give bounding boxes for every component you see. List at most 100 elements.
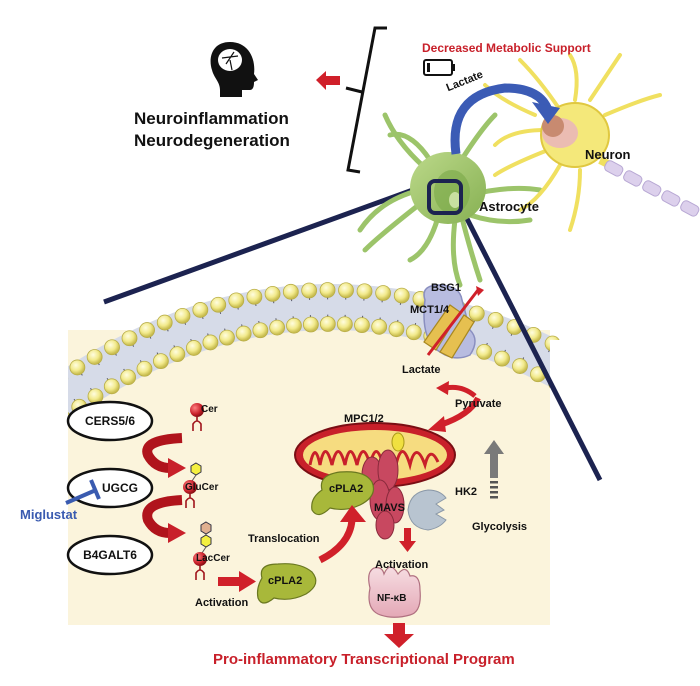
- enzyme-b4galt6: B4GALT6: [83, 548, 137, 562]
- translocation-label: Translocation: [248, 533, 320, 545]
- enzyme-ellipses: [66, 400, 154, 576]
- cer-label: Cer: [201, 404, 218, 415]
- lipid-head-inner: [185, 340, 202, 356]
- lipid-head-inner: [23, 436, 38, 451]
- lipid-head-inner: [219, 329, 235, 346]
- glucer-label: GluCer: [185, 482, 219, 493]
- lipid-head-inner: [319, 316, 336, 332]
- lipid-head-inner: [388, 321, 405, 338]
- laccer-label: LacCer: [196, 553, 230, 564]
- lipid-head-inner: [286, 317, 302, 334]
- neuron-label: Neuron: [585, 147, 631, 162]
- neuron-cell: [483, 53, 700, 232]
- lipid-head-inner: [169, 346, 186, 363]
- lipid-head-outer: [282, 283, 299, 300]
- lactate-transfer-arrow: [450, 83, 560, 155]
- lipid-head-inner: [371, 318, 388, 335]
- lipid-tail: [43, 391, 48, 399]
- lipid-head-outer: [246, 288, 263, 305]
- nfkb-label: NF-κB: [377, 593, 407, 604]
- cpla2-bound-shape: [311, 471, 375, 516]
- glycolysis-label: Glycolysis: [472, 521, 528, 533]
- outcome-neuroinflammation: Neuroinflammation: [134, 109, 289, 128]
- output-program-label: Pro-inflammatory Transcriptional Program: [213, 651, 515, 668]
- mavs-label: MAVS: [374, 502, 405, 514]
- lipid-head-outer: [301, 282, 318, 299]
- hk2-enzyme: [407, 489, 447, 531]
- lipid-head-outer: [69, 359, 86, 376]
- lipid-head-outer: [338, 282, 354, 299]
- lipid-head-outer: [319, 282, 336, 298]
- activation-label-lipid: Activation: [195, 597, 249, 609]
- hk2-label: HK2: [455, 486, 478, 498]
- lipid-head-inner: [252, 322, 269, 339]
- lipid-tail: [58, 411, 63, 419]
- enzyme-cers-shape: [66, 400, 154, 442]
- glucer-lipid: [183, 462, 202, 508]
- lipid-head-outer: [210, 296, 227, 313]
- brain-head-icon: [210, 42, 258, 97]
- cpla2-free-label: cPLA2: [268, 575, 303, 587]
- astrocyte-label: Astrocyte: [479, 199, 539, 214]
- outcome-neurodegeneration: Neurodegeneration: [134, 131, 290, 150]
- lipid-head-outer: [487, 311, 504, 328]
- enzyme-arrows: [142, 433, 186, 543]
- miglustat-inhibitor-symbol: [65, 479, 101, 505]
- bracket: [345, 26, 387, 174]
- lipid-tail: [9, 417, 15, 424]
- laccer-activation-arrow: [218, 571, 256, 592]
- low-battery-icon: [423, 59, 455, 76]
- lipid-head-outer: [2, 409, 17, 424]
- lipid-head-inner: [39, 423, 54, 438]
- lipid-head-inner: [336, 316, 353, 333]
- lipid-head-outer: [174, 307, 191, 324]
- myelin-sheath: [604, 160, 700, 217]
- enzyme-ugcg-shape: [66, 467, 154, 509]
- decreased-support-label: Decreased Metabolic Support: [422, 41, 591, 55]
- activation-label-mavs: Activation: [375, 559, 429, 571]
- cer-lipid: [190, 403, 204, 431]
- lipid-tail: [25, 436, 31, 443]
- outcome-arrow: [316, 71, 340, 90]
- zoom-callout: [103, 180, 603, 482]
- lipid-head-inner: [354, 317, 370, 334]
- lipid-head-inner: [103, 378, 120, 395]
- output-arrow: [384, 623, 414, 648]
- lipid-tail: [26, 403, 32, 410]
- bsg1-label: BSG1: [431, 282, 461, 294]
- lipid-head-outer: [192, 302, 209, 318]
- enzyme-b4galt6-shape: [66, 534, 154, 576]
- lipid-head-inner: [136, 360, 153, 377]
- lipid-head-outer: [139, 322, 155, 338]
- lipid-head-outer: [375, 285, 392, 301]
- mavs-activation-arrow: [399, 528, 416, 552]
- lipid-head-inner: [269, 319, 286, 336]
- lipid-head-outer: [264, 286, 281, 302]
- lipid-head-inner: [302, 316, 319, 333]
- translocation-arrow: [318, 505, 366, 564]
- lipid-head-outer: [86, 349, 103, 365]
- lipid-head-inner: [512, 358, 528, 374]
- nfkb-shape: [368, 566, 421, 618]
- lipid-head-inner: [405, 324, 422, 341]
- lipid-head-outer: [356, 283, 373, 300]
- lipid-head-inner: [494, 350, 510, 367]
- cpla2-bound-label: cPLA2: [329, 483, 364, 495]
- enzyme-ugcg: UGCG: [102, 481, 138, 495]
- membrane-bilayer: [68, 284, 578, 423]
- lipid-head-outer: [19, 396, 34, 411]
- glycolysis-arrow: [484, 440, 504, 499]
- lipid-head-outer: [393, 287, 410, 304]
- miglustat-label: Miglustat: [20, 507, 78, 522]
- pyruvate-lactate-arrows: [428, 381, 481, 432]
- lipid-tail: [41, 423, 47, 430]
- zoom-box: [427, 179, 463, 215]
- mpc12-label: MPC1/2: [344, 413, 384, 425]
- lipid-head-outer: [228, 292, 245, 309]
- lipid-head-inner: [476, 343, 493, 360]
- lipid-head-outer: [36, 383, 51, 398]
- lipid-head-outer: [121, 330, 138, 347]
- lipid-head-inner: [202, 334, 219, 351]
- zoom-line-right: [457, 203, 603, 482]
- lipid-head-outer: [104, 339, 120, 356]
